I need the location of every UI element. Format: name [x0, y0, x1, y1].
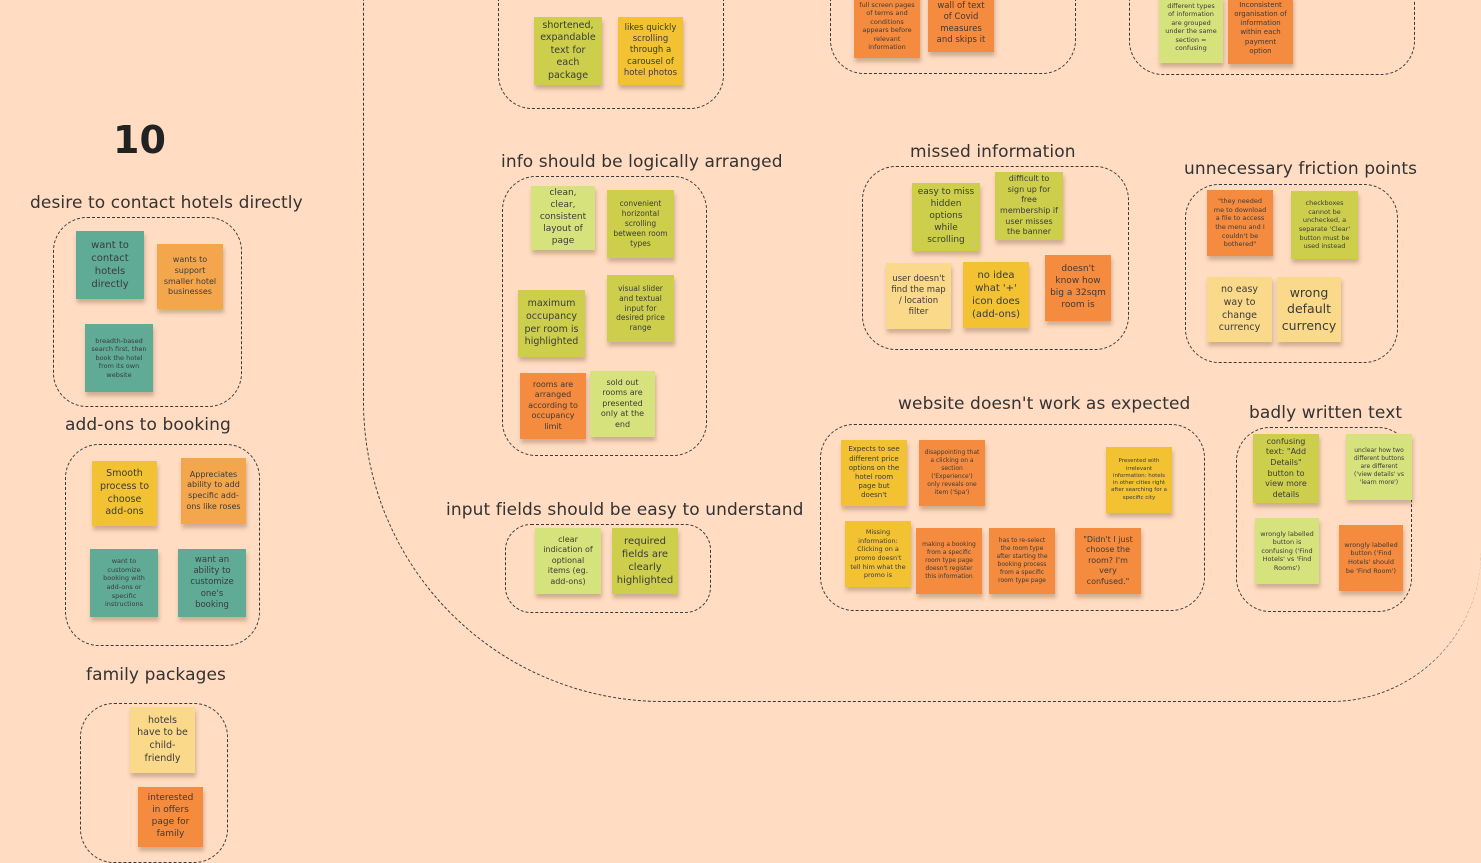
sticky-note[interactable]: wrong default currency	[1277, 277, 1341, 342]
sticky-note[interactable]: breadth-based search first, then book th…	[85, 324, 153, 392]
cluster-border-addons	[65, 444, 260, 646]
sticky-note[interactable]: wrongly labelled button ('Find Hotels' s…	[1339, 525, 1403, 591]
sticky-note[interactable]: "Didn't I just choose the room? I'm very…	[1075, 528, 1141, 594]
cluster-border-top-mid	[830, 0, 1076, 74]
sticky-note[interactable]: wants to support smaller hotel businesse…	[157, 244, 223, 309]
sticky-note[interactable]: no easy way to change currency	[1207, 277, 1272, 342]
sticky-note[interactable]: full screen pages of terms and condition…	[854, 0, 920, 58]
sticky-note[interactable]: has to re-select the room type after sta…	[989, 528, 1055, 594]
sticky-note[interactable]: "they needed me to download a file to ac…	[1207, 190, 1273, 256]
cluster-border-top-right	[1129, 0, 1415, 75]
sticky-note[interactable]: Inconsistent organisation of information…	[1228, 0, 1293, 64]
cluster-border-missed	[862, 166, 1129, 350]
cluster-title-website: website doesn't work as expected	[898, 394, 1191, 414]
sticky-note[interactable]: unclear how two different buttons are di…	[1346, 434, 1412, 500]
page-number: 10	[113, 118, 166, 162]
sticky-note[interactable]: sold out rooms are presented only at the…	[590, 371, 655, 437]
sticky-note[interactable]: no idea what '+' icon does (add-ons)	[963, 262, 1029, 328]
sticky-note[interactable]: clear indication of optional items (eg. …	[535, 528, 601, 594]
cluster-title-input-fields: input fields should be easy to understan…	[446, 500, 804, 520]
sticky-note[interactable]: wrongly labelled button is confusing ('F…	[1255, 518, 1319, 584]
sticky-note[interactable]: want to contact hotels directly	[76, 231, 144, 299]
sticky-note[interactable]: Presented with irrelevant information: h…	[1106, 447, 1172, 513]
cluster-title-contact-hotels: desire to contact hotels directly	[30, 193, 303, 213]
sticky-note[interactable]: convenient horizontal scrolling between …	[607, 190, 674, 258]
sticky-note[interactable]: likes quickly scrolling through a carous…	[618, 17, 683, 85]
sticky-note[interactable]: want an ability to customize one's booki…	[178, 549, 246, 617]
sticky-note[interactable]: Expects to see different price options o…	[841, 440, 907, 506]
sticky-note[interactable]: user doesn't find the map / location fil…	[886, 263, 951, 329]
cluster-border-input-fields	[505, 524, 711, 613]
sticky-note[interactable]: checkboxes cannot be unchecked, a separa…	[1291, 191, 1358, 259]
sticky-note[interactable]: required fields are clearly highlighted	[612, 528, 678, 594]
sticky-note[interactable]: easy to miss hidden options while scroll…	[912, 183, 980, 251]
sticky-note[interactable]: rooms are arranged according to occupanc…	[520, 373, 586, 439]
sticky-note[interactable]: clean, clear, consistent layout of page	[531, 186, 595, 250]
cluster-title-missed: missed information	[910, 142, 1076, 162]
sticky-note[interactable]: visual slider and textual input for desi…	[607, 275, 674, 342]
sticky-note[interactable]: confusing text: "Add Details" button to …	[1253, 434, 1319, 503]
sticky-note[interactable]: maximum occupancy per room is highlighte…	[518, 290, 585, 357]
sticky-note[interactable]: disappointing that a clicking on a secti…	[919, 440, 985, 506]
cluster-title-badly-written: badly written text	[1249, 403, 1403, 423]
cluster-border-contact-hotels	[53, 217, 242, 407]
cluster-title-logical: info should be logically arranged	[501, 152, 783, 172]
sticky-note[interactable]: different types of information are group…	[1159, 0, 1223, 63]
sticky-note[interactable]: Missing information: Clicking on a promo…	[845, 521, 911, 587]
cluster-border-friction	[1185, 184, 1398, 363]
sticky-note[interactable]: doesn't know how big a 32sqm room is	[1045, 255, 1111, 321]
cluster-border-logical	[502, 176, 707, 456]
cluster-title-friction: unnecessary friction points	[1184, 159, 1418, 179]
sticky-note[interactable]: Smooth process to choose add-ons	[92, 461, 157, 526]
cluster-title-addons: add-ons to booking	[65, 415, 231, 435]
theme-container-border	[363, 0, 1481, 702]
cluster-border-badly-written	[1236, 427, 1412, 612]
sticky-note[interactable]: shortened, expandable text for each pack…	[534, 17, 602, 85]
cluster-title-family: family packages	[86, 665, 226, 685]
cluster-border-top-left	[498, 0, 724, 109]
cluster-border-website	[820, 424, 1205, 611]
sticky-note[interactable]: Appreciates ability to add specific add-…	[181, 458, 246, 524]
sticky-note[interactable]: interested in offers page for family	[138, 787, 203, 847]
sticky-note[interactable]: making a booking from a specific room ty…	[916, 528, 982, 594]
sticky-note[interactable]: hotels have to be child-friendly	[130, 707, 195, 773]
sticky-note[interactable]: difficult to sign up for free membership…	[995, 172, 1063, 240]
sticky-note[interactable]: want to customize booking with add-ons o…	[90, 549, 158, 617]
sticky-note[interactable]: wall of text of Covid measures and skips…	[928, 0, 994, 52]
